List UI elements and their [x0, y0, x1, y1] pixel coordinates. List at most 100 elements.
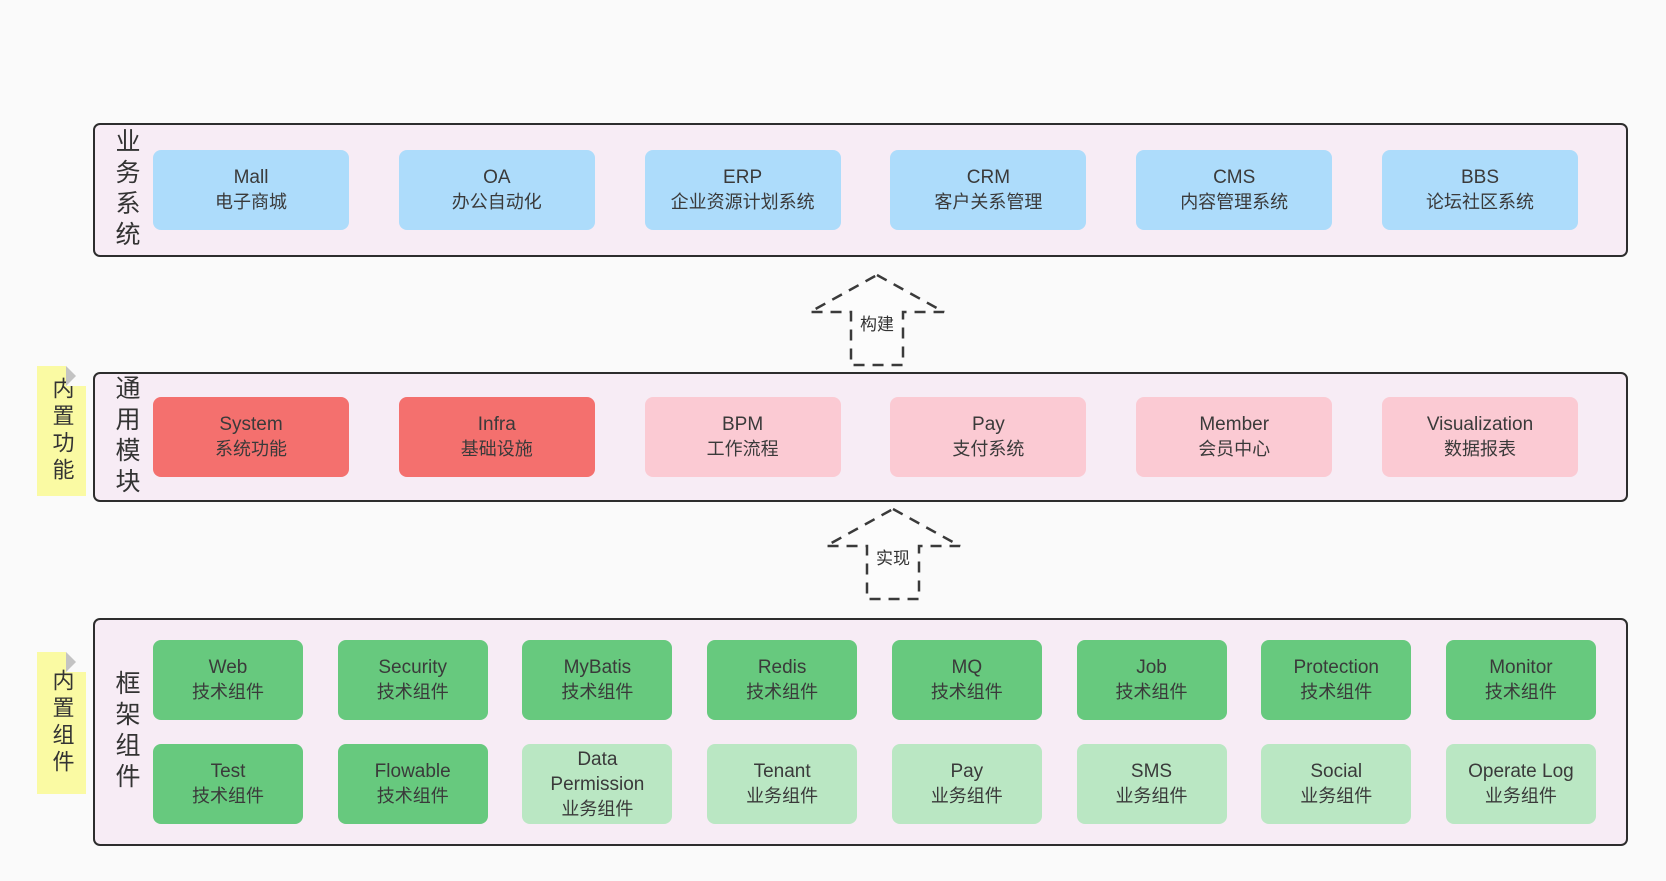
band-business-systems: 业务系统 Mall 电子商城 OA 办公自动化 ERP 企业资源计划系统 CRM… [93, 123, 1628, 257]
box-title: Web [208, 657, 248, 678]
note-fold-corner [66, 652, 86, 672]
box-subtitle: 技术组件 [1300, 682, 1373, 702]
note-text: 内置组件 [49, 669, 75, 777]
box-title: Tenant [753, 761, 811, 782]
box-title: Operate Log [1468, 761, 1574, 782]
box-subtitle: 办公自动化 [451, 192, 542, 212]
box-cms: CMS 内容管理系统 [1136, 150, 1333, 230]
box-sms: SMS 业务组件 [1076, 744, 1227, 824]
box-subtitle: 数据报表 [1443, 439, 1516, 459]
box-title: Flowable [374, 761, 451, 782]
box-flowable: Flowable 技术组件 [337, 744, 488, 824]
box-protection: Protection 技术组件 [1261, 640, 1412, 720]
box-data-permission: Data Permission 业务组件 [522, 744, 673, 824]
box-title: System [219, 414, 283, 435]
box-subtitle: 技术组件 [376, 682, 449, 702]
box-subtitle: 企业资源计划系统 [670, 192, 815, 212]
box-crm: CRM 客户关系管理 [890, 150, 1087, 230]
box-subtitle: 技术组件 [930, 682, 1003, 702]
box-erp: ERP 企业资源计划系统 [644, 150, 841, 230]
biz-components-row: Test 技术组件 Flowable 技术组件 Data Permission … [153, 744, 1596, 824]
box-subtitle: 业务组件 [561, 798, 634, 819]
business-systems-row: Mall 电子商城 OA 办公自动化 ERP 企业资源计划系统 CRM 客户关系… [153, 125, 1578, 255]
box-title: CMS [1213, 167, 1256, 188]
box-social: Social 业务组件 [1261, 744, 1412, 824]
box-subtitle: 会员中心 [1198, 439, 1271, 459]
box-web: Web 技术组件 [153, 640, 303, 720]
band-label-framework-components: 框架组件 [112, 670, 140, 794]
box-subtitle: 支付系统 [952, 439, 1025, 459]
box-title: Redis [757, 657, 807, 678]
box-subtitle: 业务组件 [1300, 786, 1373, 806]
box-title: Test [210, 761, 246, 782]
box-title: SMS [1130, 761, 1173, 782]
box-tenant: Tenant 业务组件 [707, 744, 858, 824]
box-subtitle: 技术组件 [1484, 682, 1557, 702]
box-test: Test 技术组件 [153, 744, 303, 824]
arrow-build: 构建 [807, 272, 947, 368]
box-bpm: BPM 工作流程 [644, 397, 841, 477]
box-subtitle: 技术组件 [746, 682, 819, 702]
box-subtitle: 论坛社区系统 [1425, 192, 1534, 212]
arrow-implement-label: 实现 [873, 543, 913, 570]
box-subtitle: 业务组件 [1484, 786, 1557, 806]
note-fold-corner [66, 366, 86, 386]
box-subtitle: 业务组件 [746, 786, 819, 806]
box-job: Job 技术组件 [1076, 640, 1227, 720]
box-title: Monitor [1489, 657, 1553, 678]
box-title: BBS [1460, 167, 1499, 188]
box-subtitle: 内容管理系统 [1180, 192, 1289, 212]
arrow-implement: 实现 [823, 506, 963, 602]
box-security: Security 技术组件 [337, 640, 488, 720]
box-title: Security [378, 657, 448, 678]
band-label-common-modules: 通用模块 [112, 375, 140, 499]
box-title: Job [1136, 657, 1167, 678]
box-oa: OA 办公自动化 [398, 150, 595, 230]
arrow-build-label: 构建 [857, 309, 897, 336]
box-subtitle: 业务组件 [930, 786, 1003, 806]
box-title: ERP [723, 167, 763, 188]
box-subtitle: 技术组件 [561, 682, 634, 702]
box-title: Pay [950, 761, 984, 782]
common-modules-row: System 系统功能 Infra 基础设施 BPM 工作流程 Pay 支付系统… [153, 374, 1578, 500]
box-pay-component: Pay 业务组件 [891, 744, 1042, 824]
box-mq: MQ 技术组件 [891, 640, 1042, 720]
box-subtitle: 技术组件 [192, 682, 264, 702]
box-title: Protection [1293, 657, 1379, 678]
box-visualization: Visualization 数据报表 [1381, 397, 1578, 477]
box-system: System 系统功能 [153, 397, 349, 477]
box-title: Data Permission [550, 748, 645, 795]
box-title: Visualization [1426, 414, 1534, 435]
band-common-modules: 通用模块 System 系统功能 Infra 基础设施 BPM 工作流程 Pay… [93, 372, 1628, 502]
box-redis: Redis 技术组件 [707, 640, 858, 720]
box-title: Social [1310, 761, 1363, 782]
box-title: MQ [951, 657, 983, 678]
box-subtitle: 客户关系管理 [934, 192, 1043, 212]
box-title: CRM [966, 167, 1011, 188]
box-title: MyBatis [563, 657, 632, 678]
tech-components-row: Web 技术组件 Security 技术组件 MyBatis 技术组件 Redi… [153, 640, 1596, 720]
box-operate-log: Operate Log 业务组件 [1445, 744, 1596, 824]
box-title: Infra [477, 414, 516, 435]
box-subtitle: 技术组件 [1115, 682, 1188, 702]
box-member: Member 会员中心 [1136, 397, 1333, 477]
sticky-note-built-in-components: 内置组件 [37, 652, 86, 794]
box-subtitle: 技术组件 [192, 786, 264, 806]
box-subtitle: 电子商城 [215, 192, 287, 212]
box-subtitle: 业务组件 [1115, 786, 1188, 806]
box-title: BPM [722, 414, 764, 435]
band-framework-components: 框架组件 Web 技术组件 Security 技术组件 MyBatis 技术组件… [93, 618, 1628, 846]
box-title: Pay [972, 414, 1005, 435]
band-label-business-systems: 业务系统 [112, 128, 140, 252]
box-subtitle: 系统功能 [215, 439, 287, 459]
box-bbs: BBS 论坛社区系统 [1381, 150, 1578, 230]
box-title: OA [483, 167, 511, 188]
sticky-note-built-in-features: 内置功能 [37, 366, 86, 496]
box-mall: Mall 电子商城 [153, 150, 349, 230]
box-title: Member [1199, 414, 1270, 435]
note-text: 内置功能 [49, 377, 75, 485]
box-subtitle: 工作流程 [706, 439, 779, 459]
box-subtitle: 基础设施 [460, 439, 533, 459]
box-pay-module: Pay 支付系统 [890, 397, 1087, 477]
